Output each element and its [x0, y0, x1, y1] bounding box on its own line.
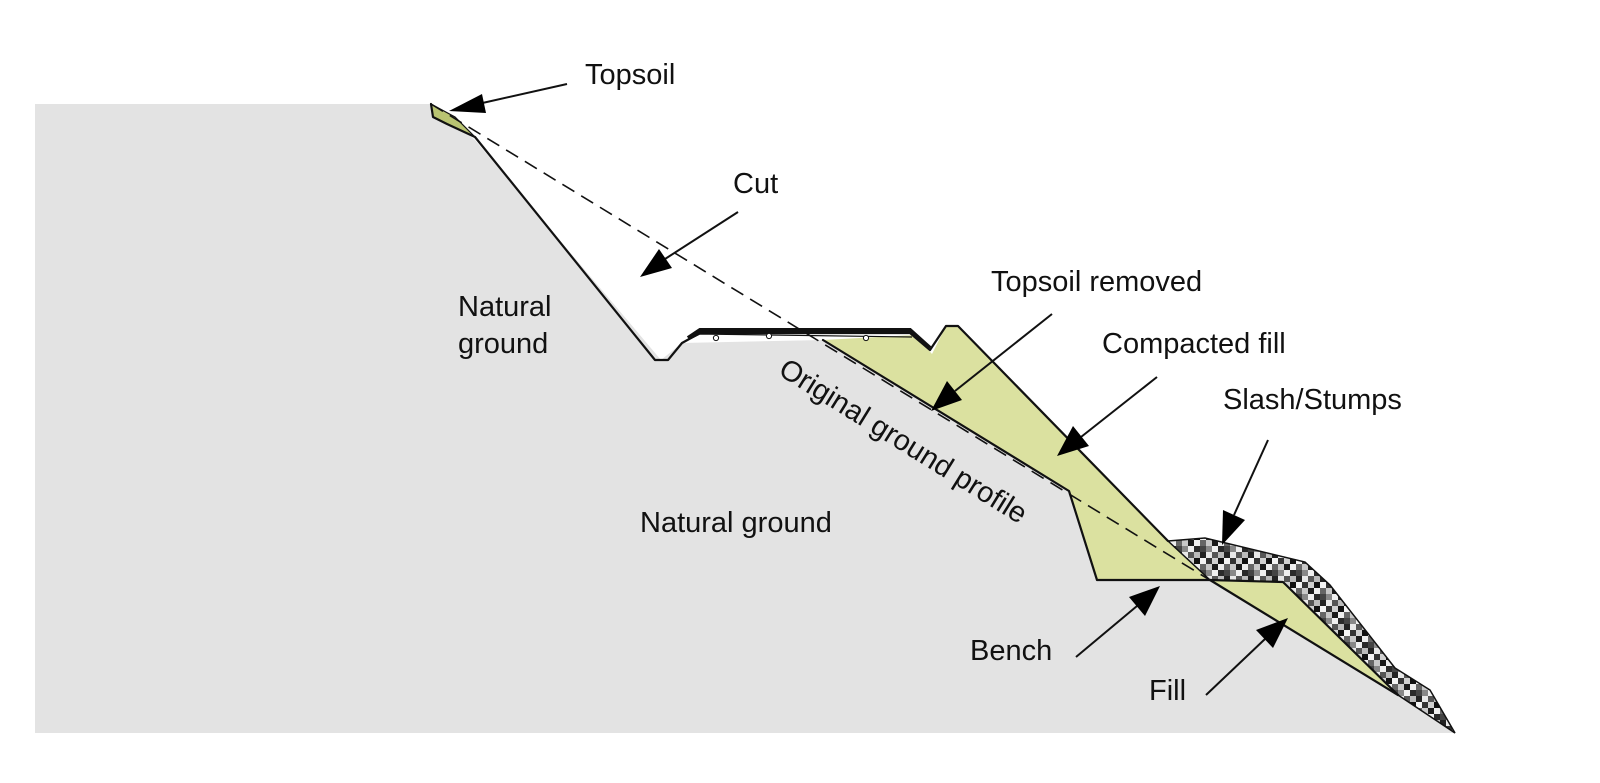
label-topsoil-removed: Topsoil removed — [991, 266, 1202, 298]
bench-leader — [1075, 586, 1160, 658]
road-surface — [686, 328, 932, 350]
label-natural-ground-upper-line2: ground — [458, 328, 548, 360]
label-cut: Cut — [733, 168, 778, 200]
compacted-fill-leader — [1057, 376, 1158, 456]
label-slash-stumps: Slash/Stumps — [1223, 384, 1402, 416]
natural-ground-area — [35, 104, 1455, 733]
label-bench: Bench — [970, 635, 1052, 667]
label-natural-ground-lower: Natural ground — [640, 507, 832, 539]
slash-stumps-leader — [1222, 439, 1269, 545]
fill-leader — [1205, 618, 1288, 696]
label-natural-ground-upper: Natural — [458, 291, 552, 323]
road-aggregate — [765, 332, 773, 340]
label-fill: Fill — [1149, 675, 1186, 707]
compacted-fill-area — [823, 326, 1210, 580]
label-topsoil: Topsoil — [585, 59, 675, 91]
cut-leader — [640, 211, 739, 277]
topsoil-removed-leader — [931, 313, 1053, 411]
original-ground-profile-line — [430, 103, 1399, 696]
original-ground-line — [821, 338, 1400, 697]
road-base — [681, 333, 913, 344]
road-aggregate — [712, 334, 720, 342]
road-aggregate — [862, 334, 870, 342]
topsoil-leader — [449, 83, 568, 113]
label-compacted-fill: Compacted fill — [1102, 328, 1286, 360]
